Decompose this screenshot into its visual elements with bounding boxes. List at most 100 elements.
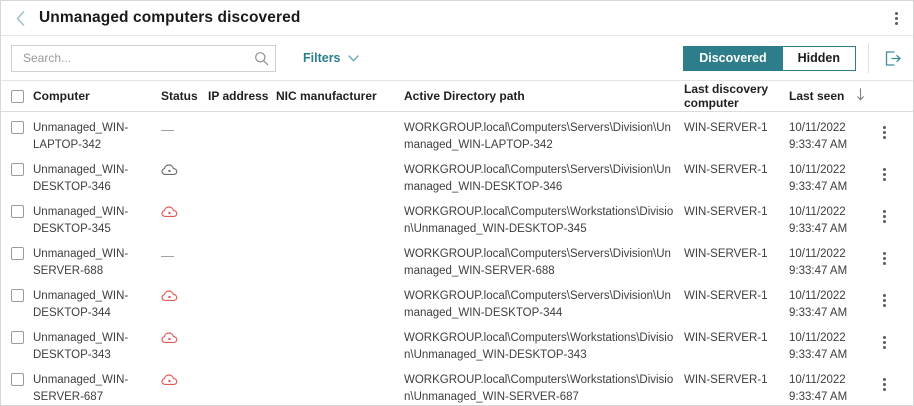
kebab-dot <box>882 177 886 181</box>
row-select-cell <box>1 372 33 386</box>
cell-computer: Unmanaged_WIN-DESKTOP-345 <box>33 206 129 235</box>
column-header-active-directory-path[interactable]: Active Directory path <box>404 88 525 103</box>
cell-last-discovery-computer: WIN-SERVER-1 <box>684 164 768 176</box>
last-seen-date: 10/11/2022 <box>789 374 846 386</box>
row-kebab-menu-icon[interactable] <box>875 204 893 228</box>
column-header-nic-manufacturer[interactable]: NIC manufacturer <box>276 88 377 103</box>
row-checkbox[interactable] <box>11 331 24 344</box>
cloud-upload-icon <box>161 163 202 182</box>
cell-last-seen: 10/11/2022 9:33:47 AM <box>789 204 875 237</box>
last-seen-time: 9:33:47 AM <box>789 138 848 151</box>
search-box[interactable] <box>11 44 276 72</box>
last-seen-date: 10/11/2022 <box>789 206 846 218</box>
select-all-checkbox[interactable] <box>11 89 24 103</box>
row-checkbox[interactable] <box>11 163 24 176</box>
table-row[interactable]: Unmanaged_WIN-DESKTOP-343 WORKGROUP.local… <box>1 322 913 364</box>
select-all-cell <box>1 89 33 103</box>
row-checkbox[interactable] <box>11 373 24 386</box>
row-kebab-menu-icon[interactable] <box>875 372 893 396</box>
toggle-discovered[interactable]: Discovered <box>683 45 782 71</box>
row-actions-cell <box>875 162 899 186</box>
row-checkbox[interactable] <box>11 205 24 218</box>
kebab-dot <box>882 135 886 139</box>
row-kebab-menu-icon[interactable] <box>875 120 893 144</box>
cell-status <box>161 330 208 350</box>
kebab-dot <box>894 16 898 20</box>
status-none-icon <box>161 256 174 257</box>
column-header-last-seen[interactable]: Last seen <box>789 88 875 104</box>
kebab-dot <box>882 382 886 386</box>
row-select-cell <box>1 246 33 260</box>
cell-active-directory-path: WORKGROUP.local\Computers\Servers\Divisi… <box>404 122 671 151</box>
table-row[interactable]: Unmanaged_WIN-DESKTOP-345 WORKGROUP.local… <box>1 196 913 238</box>
kebab-dot <box>882 298 886 302</box>
kebab-dot <box>882 335 886 339</box>
column-header-computer[interactable]: Computer <box>33 88 90 103</box>
search-icon[interactable] <box>254 51 269 66</box>
last-seen-date: 10/11/2022 <box>789 290 846 302</box>
cell-computer: Unmanaged_WIN-DESKTOP-343 <box>33 332 129 361</box>
cell-active-directory-path: WORKGROUP.local\Computers\Workstations\D… <box>404 206 674 235</box>
last-seen-time: 9:33:47 AM <box>789 348 848 361</box>
row-select-cell <box>1 330 33 344</box>
cell-last-discovery-computer: WIN-SERVER-1 <box>684 248 768 260</box>
kebab-dot <box>894 11 898 15</box>
filters-dropdown[interactable]: Filters <box>303 49 359 67</box>
cloud-upload-icon <box>161 205 202 224</box>
kebab-dot <box>882 387 886 391</box>
column-header-status[interactable]: Status <box>161 88 198 103</box>
column-header-last-discovery-computer[interactable]: Last discovery computer <box>684 81 769 110</box>
kebab-dot <box>882 219 886 223</box>
row-kebab-menu-icon[interactable] <box>875 330 893 354</box>
cell-active-directory-path: WORKGROUP.local\Computers\Workstations\D… <box>404 332 674 361</box>
row-checkbox[interactable] <box>11 247 24 260</box>
toggle-hidden[interactable]: Hidden <box>781 45 856 71</box>
last-seen-time: 9:33:47 AM <box>789 222 848 235</box>
cell-last-seen: 10/11/2022 9:33:47 AM <box>789 330 875 363</box>
search-input[interactable] <box>21 50 254 66</box>
kebab-menu-icon[interactable] <box>887 6 905 30</box>
row-kebab-menu-icon[interactable] <box>875 288 893 312</box>
computers-table: Computer Status IP address NIC manufactu… <box>1 81 913 405</box>
row-checkbox[interactable] <box>11 289 24 302</box>
row-actions-cell <box>875 120 899 144</box>
row-kebab-menu-icon[interactable] <box>875 246 893 270</box>
row-kebab-menu-icon[interactable] <box>875 162 893 186</box>
cell-active-directory-path: WORKGROUP.local\Computers\Servers\Divisi… <box>404 290 671 319</box>
export-icon[interactable] <box>879 45 905 71</box>
cell-last-discovery-computer: WIN-SERVER-1 <box>684 374 768 386</box>
kebab-dot <box>882 377 886 381</box>
cell-last-discovery-computer: WIN-SERVER-1 <box>684 206 768 218</box>
kebab-dot <box>882 293 886 297</box>
row-actions-cell <box>875 204 899 228</box>
chevron-down-icon <box>347 49 359 67</box>
kebab-dot <box>882 303 886 307</box>
kebab-dot <box>882 125 886 129</box>
kebab-dot <box>882 261 886 265</box>
row-actions-cell <box>875 372 899 396</box>
row-select-cell <box>1 288 33 302</box>
table-row[interactable]: Unmanaged_WIN-LAPTOP-342 WORKGROUP.local\… <box>1 112 913 154</box>
kebab-dot <box>882 172 886 176</box>
row-select-cell <box>1 120 33 134</box>
row-select-cell <box>1 162 33 176</box>
column-header-ip-address[interactable]: IP address <box>208 88 269 103</box>
back-chevron-icon[interactable] <box>11 7 29 29</box>
kebab-dot <box>894 21 898 25</box>
last-seen-date: 10/11/2022 <box>789 332 846 344</box>
row-checkbox[interactable] <box>11 121 24 134</box>
arrow-down-icon[interactable] <box>856 88 865 104</box>
row-select-cell <box>1 204 33 218</box>
cell-last-discovery-computer: WIN-SERVER-1 <box>684 290 768 302</box>
cell-computer: Unmanaged_WIN-LAPTOP-342 <box>33 122 129 151</box>
table-header-row: Computer Status IP address NIC manufactu… <box>1 81 913 112</box>
cell-active-directory-path: WORKGROUP.local\Computers\Servers\Divisi… <box>404 164 671 193</box>
